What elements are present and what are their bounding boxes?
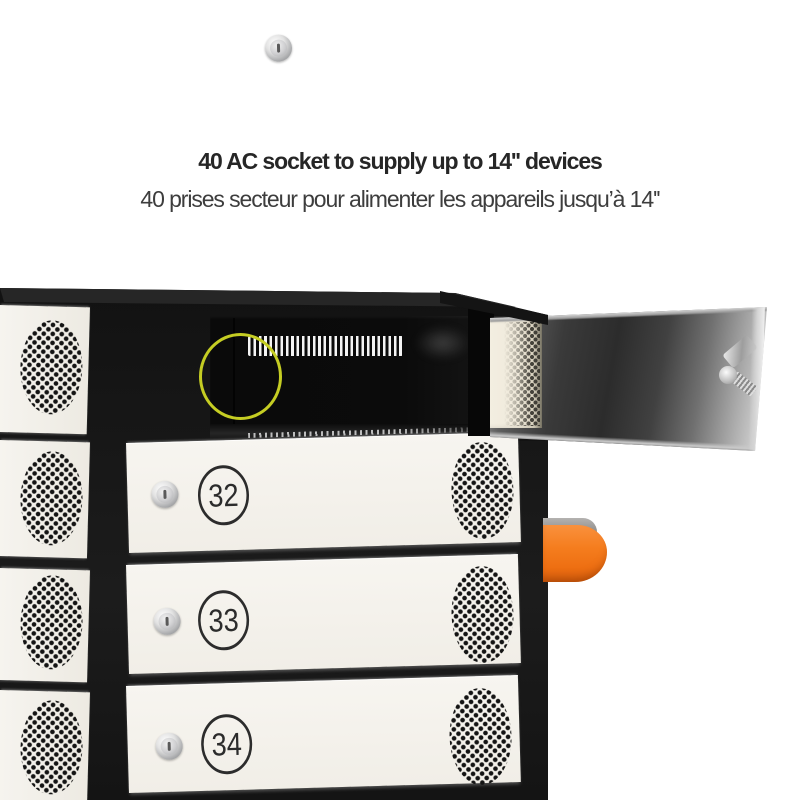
- lock-icon: [153, 607, 181, 636]
- air-vent-slits-icon: [248, 336, 403, 356]
- vent-perforation-icon: [19, 319, 84, 416]
- lock-icon: [264, 34, 293, 62]
- lock-icon: [155, 732, 184, 761]
- handle-grip: [543, 525, 607, 582]
- left-locker-door-4: [0, 690, 90, 800]
- vent-perforation-icon: [450, 441, 515, 540]
- interior-reflection: [415, 326, 470, 360]
- vent-perforation-icon: [504, 322, 540, 426]
- vent-perforation-icon: [448, 687, 513, 786]
- locker-door-33: 33: [126, 554, 521, 674]
- locker-door-32: 32: [126, 34, 521, 553]
- locker-door-34: 34: [126, 675, 521, 793]
- vent-perforation-icon: [19, 699, 84, 796]
- door-perforated-edge: [490, 320, 542, 428]
- door-number-badge: 32: [197, 464, 250, 526]
- vent-perforation-icon: [450, 565, 515, 664]
- cabinet-top-face: [0, 288, 516, 307]
- door-number: 34: [211, 725, 243, 763]
- door-number-badge: 33: [197, 589, 250, 651]
- left-locker-door-1: [0, 305, 90, 435]
- door-number: 32: [207, 476, 240, 514]
- left-locker-door-2: [0, 440, 90, 559]
- open-door: [490, 307, 767, 451]
- door-edge-bevel-right: [748, 307, 765, 451]
- vent-perforation-icon: [19, 450, 84, 547]
- door-hinge-shadow: [468, 308, 494, 436]
- vent-perforation-icon: [19, 574, 84, 671]
- caption-title: 40 AC socket to supply up to 14'' device…: [198, 148, 603, 174]
- caption-subtitle: 40 prises secteur pour alimenter les app…: [140, 186, 660, 212]
- door-number-badge: 34: [200, 713, 253, 775]
- left-locker-door-3: [0, 568, 90, 683]
- lock-cylinder: [719, 366, 737, 384]
- lock-icon: [151, 480, 179, 509]
- door-number: 33: [207, 601, 240, 639]
- highlight-circle-annotation: [199, 333, 282, 420]
